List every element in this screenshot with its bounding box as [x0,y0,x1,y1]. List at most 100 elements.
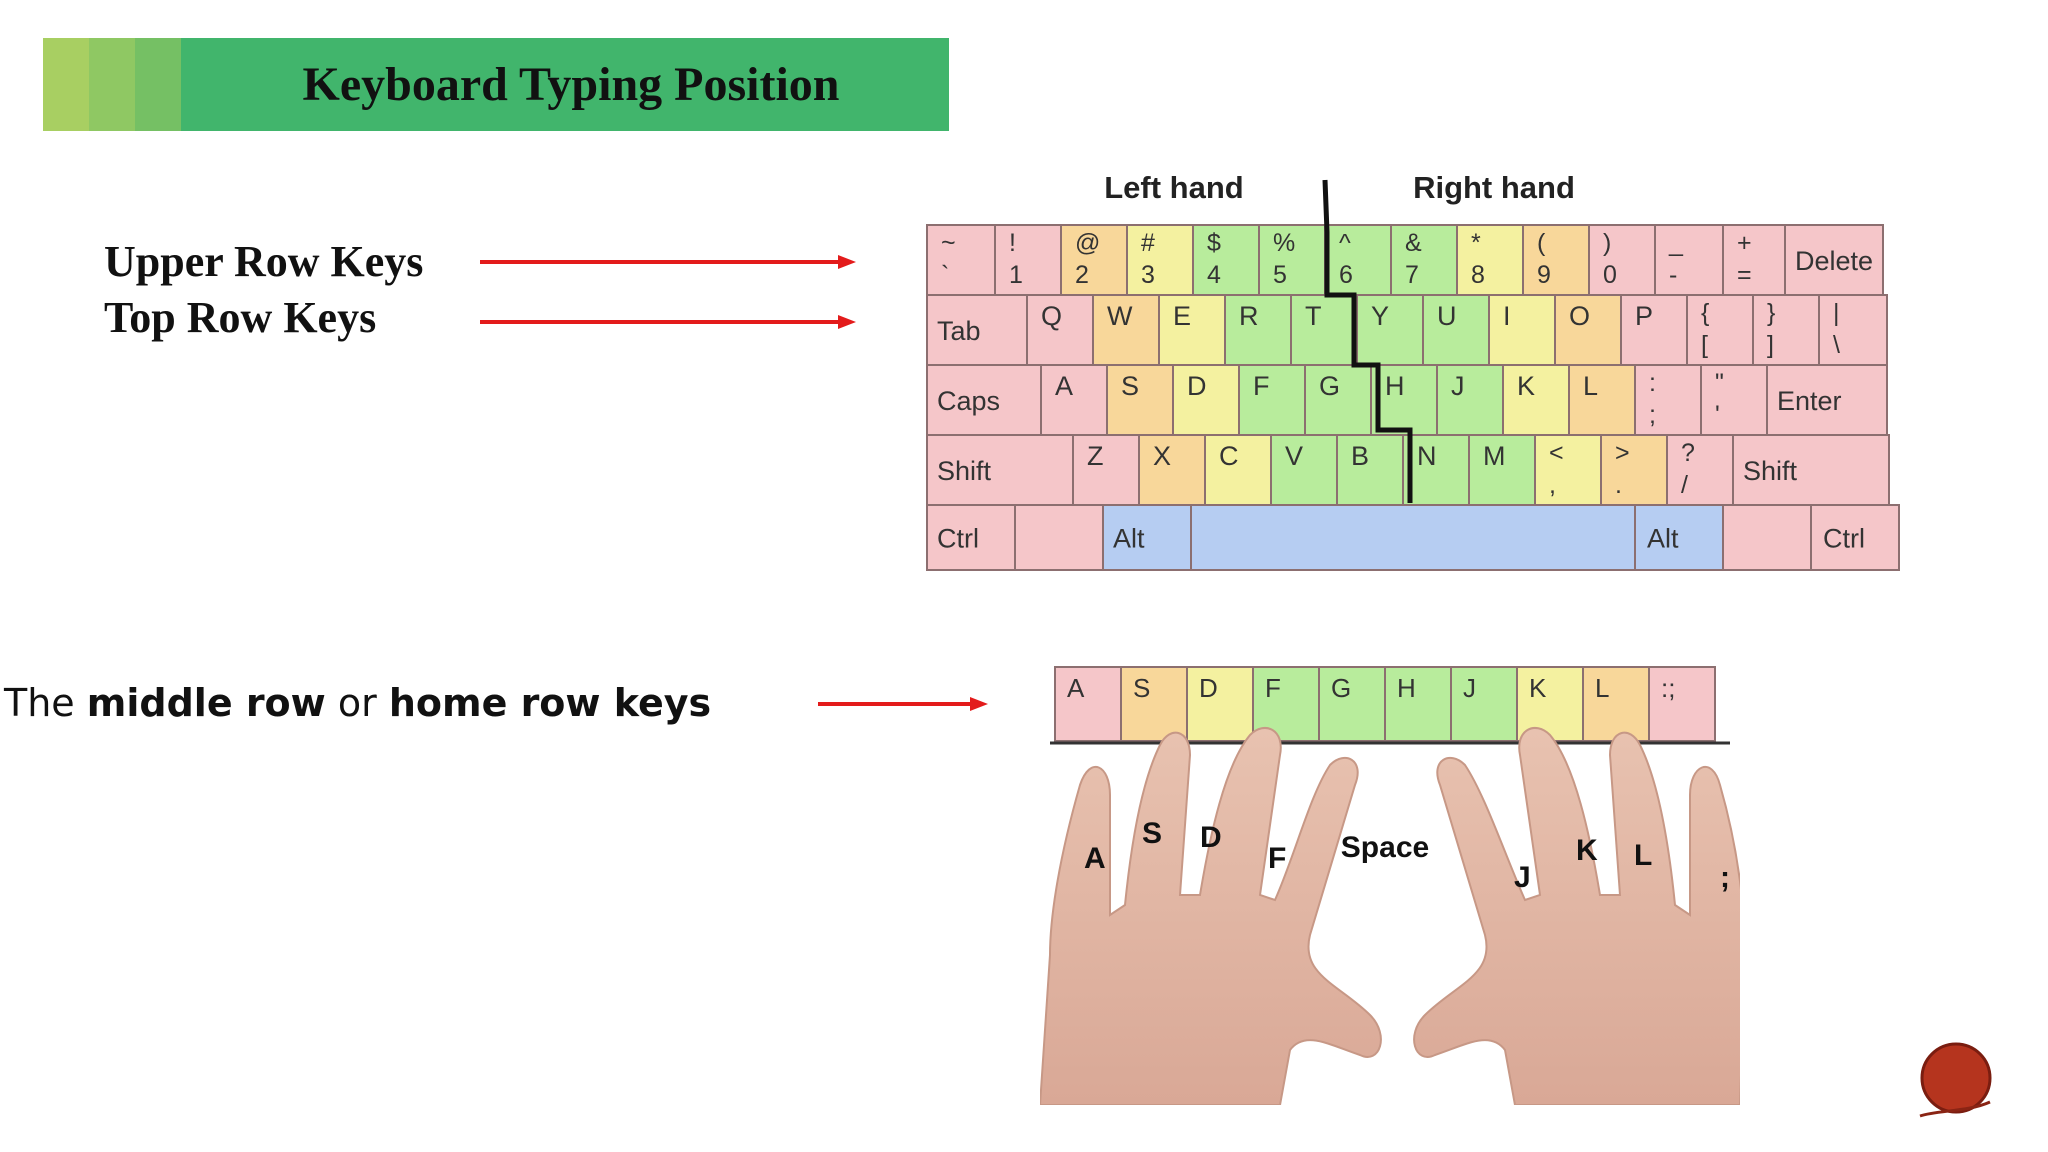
key-r0-13: Delete [1784,224,1884,296]
key-r0-4-top: $ [1207,229,1221,257]
key-r1-4: R [1224,294,1292,366]
key-r3-3: C [1204,434,1272,506]
key-r2-10-bottom: ; [1649,401,1656,429]
key-r2-10-cap [1634,364,1702,436]
key-r1-6-label: Y [1371,301,1389,331]
key-r3-1-label: Z [1087,441,1104,471]
key-r0-11: _- [1654,224,1724,296]
strip-key-7-label: K [1529,673,1547,703]
finger-label-7: ; [1720,861,1730,894]
strip-key-4-cap [1318,666,1386,742]
key-r0-8-cap [1456,224,1524,296]
key-r1-3-cap [1158,294,1226,366]
strip-key-0-cap [1054,666,1122,742]
key-r1-13: |\ [1818,294,1888,366]
key-r3-10-top: ? [1681,439,1695,467]
key-r2-4: F [1238,364,1306,436]
finger-label-0: A [1084,842,1106,875]
key-r1-8-cap [1488,294,1556,366]
key-r0-7-cap [1390,224,1458,296]
home-row-label: The middle row or home row keys [4,681,711,725]
key-r1-6-cap [1356,294,1424,366]
key-r2-4-cap [1238,364,1306,436]
key-r2-0: Caps [926,364,1042,436]
strip-key-6-cap [1450,666,1518,742]
key-r3-8-bottom: , [1549,471,1556,499]
key-r0-6: ^6 [1324,224,1392,296]
key-r2-5: G [1304,364,1372,436]
home-row-arrow [818,697,988,711]
key-r0-1: !1 [994,224,1062,296]
key-r2-8-cap [1502,364,1570,436]
key-r0-5-bottom: 5 [1273,261,1287,289]
key-r0-3-top: # [1141,229,1155,257]
home-label-middle: middle row [86,681,326,725]
key-r2-6: H [1370,364,1438,436]
key-r3-6-cap [1402,434,1470,506]
key-r1-11: {[ [1686,294,1754,366]
strip-key-5-cap [1384,666,1452,742]
key-r3-10-bottom: / [1681,471,1688,499]
key-r2-7-label: J [1451,371,1465,401]
key-r1-5-label: T [1305,301,1322,331]
key-r3-9: >. [1600,434,1668,506]
key-r0-5: %5 [1258,224,1326,296]
strip-key-4-label: G [1331,673,1351,703]
strip-key-2-cap [1186,666,1254,742]
key-r1-11-bottom: [ [1701,331,1708,359]
home-label-prefix: The [4,681,87,725]
key-r1-5-cap [1290,294,1358,366]
hand-divider-line [1322,179,1413,503]
key-r1-1-label: Q [1041,301,1062,331]
key-r3-3-cap [1204,434,1272,506]
key-r2-2-cap [1106,364,1174,436]
left-hand-label: Left hand [1104,170,1244,205]
key-r0-10-bottom: 0 [1603,261,1617,289]
key-r4-1-cap [1014,504,1104,571]
key-r2-4-label: F [1253,371,1270,401]
key-r0-12: += [1722,224,1786,296]
key-r0-6-cap [1324,224,1392,296]
key-r0-1-bottom: 1 [1009,261,1023,289]
key-r0-8-top: * [1471,229,1481,257]
key-r4-2: Alt [1102,504,1192,571]
key-r3-11: Shift [1732,434,1890,506]
strip-key-2-label: D [1199,673,1218,703]
top-row-label: Top Row Keys [104,293,377,342]
key-r4-0: Ctrl [926,504,1016,571]
key-r2-6-label: H [1385,371,1405,401]
key-r3-10: ?/ [1666,434,1734,506]
key-r0-8-bottom: 8 [1471,261,1485,289]
key-r2-10: :; [1634,364,1702,436]
key-r0-9-bottom: 9 [1537,261,1551,289]
strip-key-3-label: F [1265,673,1281,703]
key-r3-9-bottom: . [1615,471,1622,499]
key-r0-7-bottom: 7 [1405,261,1419,289]
key-r1-10-cap [1620,294,1688,366]
key-r3-8: <, [1534,434,1602,506]
key-r3-11-label: Shift [1743,456,1798,486]
key-r4-4-cap [1634,504,1724,571]
key-r0-3-bottom: 3 [1141,261,1155,289]
right-hand-label: Right hand [1413,170,1575,205]
key-r1-0: Tab [926,294,1028,366]
key-r0-12-cap [1722,224,1786,296]
key-r0-3-cap [1126,224,1194,296]
key-r0-2-bottom: 2 [1075,261,1089,289]
finger-label-6: L [1634,839,1652,872]
key-r1-10: P [1620,294,1688,366]
strip-key-5: H [1384,666,1452,742]
key-r4-5-cap [1722,504,1812,571]
key-r1-3-label: E [1173,301,1191,331]
key-r0-9-top: ( [1537,229,1546,257]
key-r2-11-cap [1700,364,1768,436]
strip-key-9-cap [1648,666,1716,742]
key-r2-1-cap [1040,364,1108,436]
key-r2-11-bottom: ' [1715,401,1720,429]
key-r0-12-bottom: = [1737,261,1752,289]
key-r2-9-cap [1568,364,1636,436]
key-r2-11: "' [1700,364,1768,436]
key-r2-12-label: Enter [1777,386,1842,416]
